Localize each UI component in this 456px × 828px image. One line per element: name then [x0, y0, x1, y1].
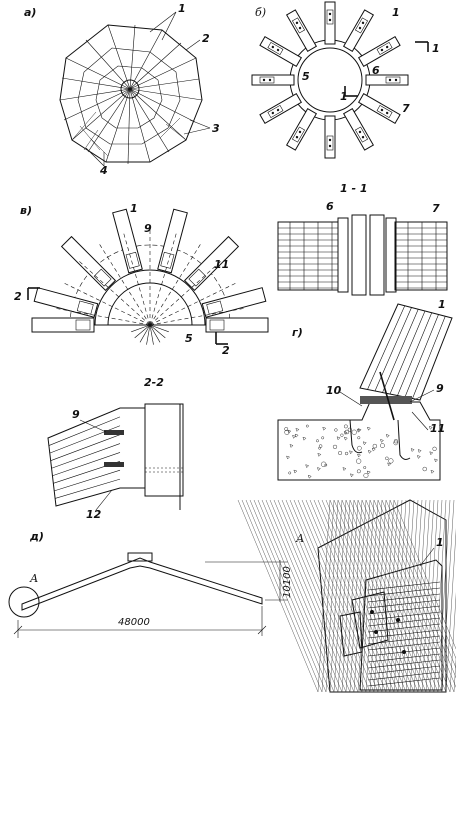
radial-beam	[285, 107, 318, 151]
section-2-2-ring	[144, 403, 184, 497]
figure-section-2-2: 2-2 9 12	[47, 376, 184, 521]
dome-profile	[21, 557, 263, 611]
label-b: б)	[255, 6, 266, 19]
callout-b-5: 5	[302, 70, 310, 83]
dome-ring-middle	[95, 65, 163, 129]
label-d: д)	[29, 530, 44, 543]
detail-A-title: А	[295, 532, 304, 545]
half-dashed-circle	[69, 244, 231, 326]
section-1-1-planks	[278, 222, 447, 290]
radial-beam	[112, 208, 143, 274]
callout-v-5: 5	[185, 332, 193, 345]
callout-3: 3	[212, 122, 220, 135]
radial-beams-b	[251, 1, 409, 159]
callout-s11-7: 7	[432, 202, 440, 215]
radial-beam	[324, 1, 336, 45]
section-mark-1-left: 1	[340, 90, 348, 103]
detail-A-beam	[359, 559, 443, 691]
half-ring-inner	[107, 282, 193, 326]
figure-a-dome-plan: а) 1 2 3 4	[24, 2, 220, 177]
label-section-1-1: 1 - 1	[340, 182, 368, 195]
figure-b-ring-plan: б) 1 5 6 7 1 1	[251, 1, 440, 159]
dome-cross-bracing	[71, 111, 187, 157]
callout-v-1: 1	[130, 202, 138, 215]
label-v: в)	[20, 204, 32, 217]
callout-g-10: 10	[326, 384, 342, 397]
label-a: а)	[24, 6, 36, 19]
section-mark-1-right: 1	[432, 42, 440, 55]
radial-beam	[342, 9, 375, 53]
radial-beam	[324, 115, 336, 159]
crown-ring	[127, 552, 153, 562]
beam-laminations	[367, 305, 446, 399]
dimension-span: 48000	[118, 617, 150, 628]
radial-beam	[33, 287, 99, 318]
section-mark-2-right: 2	[222, 344, 230, 357]
detail-A-mark: А	[29, 572, 38, 585]
anchor-left	[349, 419, 363, 454]
radial-beam	[357, 35, 401, 68]
dimension-height: 10100	[282, 566, 293, 598]
radial-beam	[259, 92, 303, 125]
label-g: г)	[292, 326, 303, 339]
radial-beam	[259, 35, 303, 68]
figure-d-elevation: д) А 48000 10100	[8, 530, 293, 638]
callout-2: 2	[202, 32, 210, 45]
concrete-speckle	[284, 424, 438, 479]
radial-beam	[60, 235, 117, 292]
figure-section-1-1: 1 - 1 6 7	[277, 182, 448, 296]
section-2-2-planks	[48, 416, 121, 499]
section-2-2-beam	[47, 407, 146, 507]
callout-g-9: 9	[436, 382, 444, 395]
callout-b-6: 6	[372, 64, 380, 77]
radial-beam	[357, 92, 401, 125]
radial-beam	[157, 208, 188, 274]
radial-beam	[205, 317, 269, 333]
callout-g-11: 11	[430, 422, 445, 435]
dashed-rays-v	[56, 230, 244, 345]
half-ring-outer	[94, 269, 206, 326]
callout-s22-9: 9	[72, 408, 80, 421]
steel-shoe	[360, 396, 412, 404]
section-mark-2-left: 2	[14, 290, 22, 303]
concrete-wall	[277, 401, 441, 481]
radial-beam	[183, 235, 240, 292]
radial-beam	[365, 74, 409, 86]
radial-beam	[342, 107, 375, 151]
figure-v-half-plan: в) 1 9 11 5 2 2	[14, 202, 269, 357]
callout-s11-6: 6	[326, 200, 334, 213]
radial-beams-v	[31, 208, 269, 333]
callout-v-11: 11	[214, 258, 229, 271]
callout-b-1: 1	[392, 6, 400, 19]
figure-detail-A: А 1	[237, 499, 456, 693]
detail-A-circle	[8, 586, 40, 618]
radial-beam	[285, 9, 318, 53]
detail-A-mesh	[237, 499, 456, 693]
callout-4: 4	[99, 164, 108, 177]
callout-1: 1	[178, 2, 186, 15]
radial-beam	[31, 317, 95, 333]
radial-beam	[251, 74, 295, 86]
callout-b-7: 7	[402, 102, 410, 115]
dome-ribs	[59, 24, 203, 165]
ring-inner	[297, 47, 363, 113]
figure-g-support-node: г) 1 10 9 11	[277, 298, 453, 481]
glulam-beam	[359, 303, 453, 401]
callout-g-1: 1	[438, 298, 446, 311]
callout-v-9: 9	[144, 222, 152, 235]
label-section-2-2: 2-2	[144, 376, 164, 389]
detail-A-bracket	[351, 591, 389, 649]
callout-s22-12: 12	[86, 508, 102, 521]
radial-beam	[201, 287, 267, 318]
anchor-right	[397, 419, 411, 460]
callout-A-1: 1	[436, 536, 444, 549]
dome-ring-outer	[77, 47, 181, 145]
